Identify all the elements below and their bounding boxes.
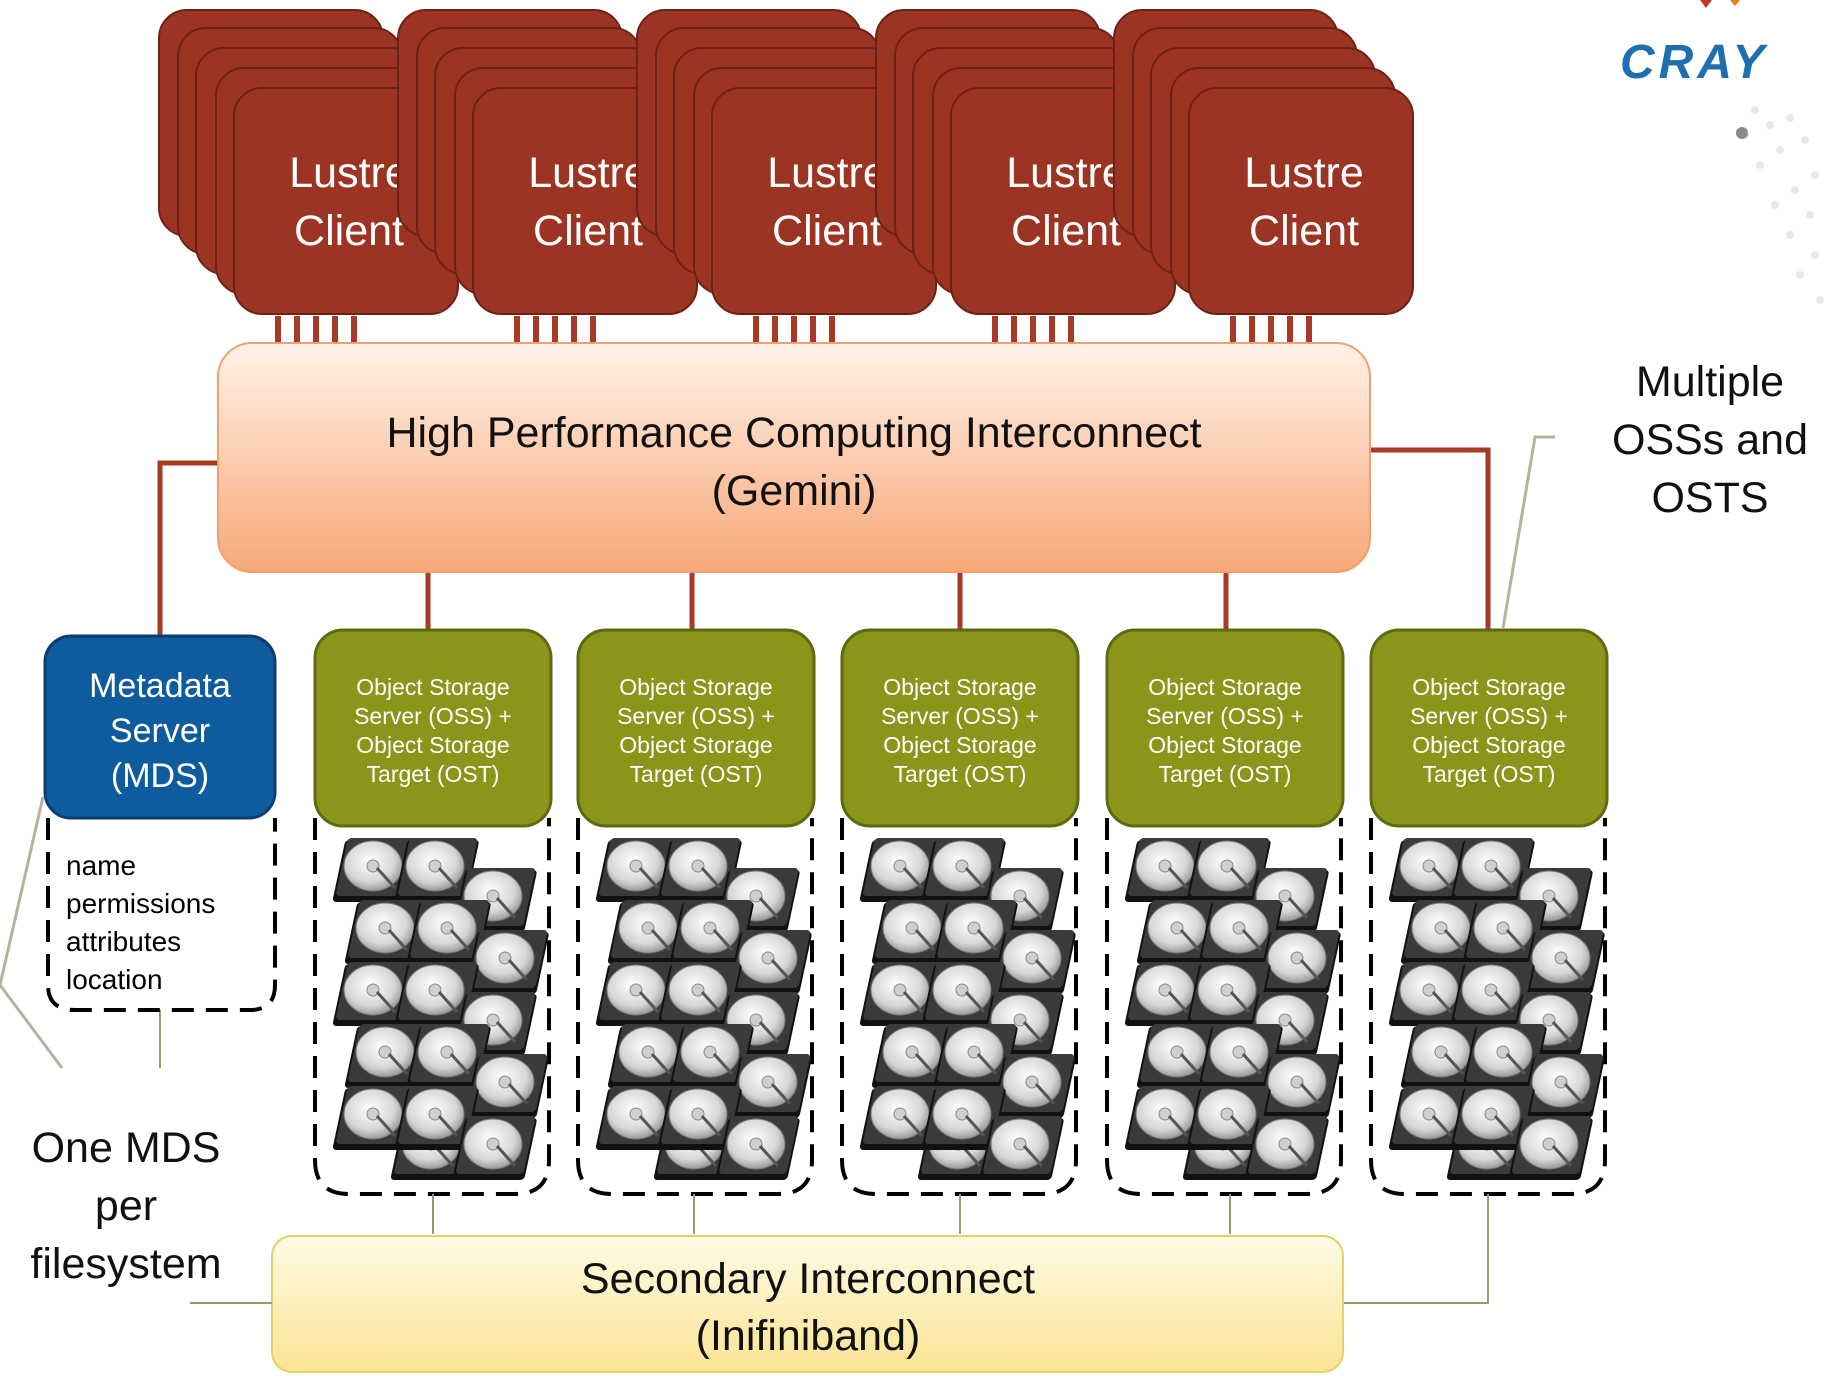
mds-attr-location: location	[66, 964, 163, 995]
hard-disk-icon	[450, 1114, 539, 1182]
hard-disk-icon	[989, 928, 1078, 996]
hpc-oss5-link	[1370, 447, 1491, 640]
oss-label-line2: Server (OSS) +	[1410, 703, 1568, 729]
oss-label-line2: Server (OSS) +	[1146, 703, 1304, 729]
mds-attr-attributes: attributes	[66, 926, 181, 957]
client-label-line1: Lustre	[528, 149, 648, 197]
callout-right-line2: OSSs and	[1612, 416, 1808, 464]
oss-label-line1: Object Storage	[1148, 674, 1301, 700]
oss-label-line3: Object Storage	[356, 732, 509, 758]
secondary-subtitle: (Inifiniband)	[696, 1312, 921, 1360]
oss-label-line4: Target (OST)	[367, 761, 500, 787]
mds-line2: Server	[110, 712, 210, 750]
oss-label-line3: Object Storage	[883, 732, 1036, 758]
oss-label-line3: Object Storage	[619, 732, 772, 758]
mds-line1: Metadata	[89, 667, 231, 705]
oss-label-line4: Target (OST)	[894, 761, 1027, 787]
hard-disk-icon	[1254, 928, 1343, 996]
hard-disk-icon	[977, 1114, 1066, 1182]
callout-left-line3: filesystem	[30, 1240, 221, 1288]
secondary-title: Secondary Interconnect	[581, 1255, 1035, 1303]
oss-label-line4: Target (OST)	[1159, 761, 1292, 787]
callout-right-line3: OSTS	[1651, 474, 1768, 522]
hpc-interconnect: High Performance Computing Interconnect …	[217, 342, 1371, 573]
callout-left-line1: One MDS	[32, 1124, 221, 1172]
hpc-title: High Performance Computing Interconnect	[386, 409, 1201, 457]
disk-array-4	[1122, 836, 1343, 1182]
mds-attr-name: name	[66, 850, 136, 881]
hard-disk-icon	[1506, 1114, 1595, 1182]
callout-left-line2: per	[95, 1182, 157, 1230]
hard-disk-icon	[713, 1114, 802, 1182]
oss-label-line4: Target (OST)	[630, 761, 763, 787]
oss-label-line2: Server (OSS) +	[881, 703, 1039, 729]
callout-left: One MDS per filesystem	[0, 796, 222, 1288]
lustre-client-stacks: LustreClientLustreClientLustreClientLust…	[158, 9, 1414, 315]
svg-text:CRAY: CRAY	[1620, 36, 1768, 89]
client-label-line2: Client	[772, 207, 882, 255]
hard-disk-icon	[1242, 1114, 1331, 1182]
hard-disk-icon	[462, 1052, 551, 1120]
oss-label-line1: Object Storage	[619, 674, 772, 700]
disk-array-2	[593, 836, 814, 1182]
client-label-line2: Client	[1011, 207, 1121, 255]
storage-group-4	[1105, 818, 1343, 1196]
oss-label-line3: Object Storage	[1148, 732, 1301, 758]
hpc-mds-link	[157, 460, 218, 640]
client-label-line2: Client	[294, 207, 404, 255]
client-label-line1: Lustre	[289, 149, 409, 197]
disk-array-3	[857, 836, 1078, 1182]
client-label-line2: Client	[1249, 207, 1359, 255]
hard-disk-icon	[725, 928, 814, 996]
oss-label-line1: Object Storage	[1412, 674, 1565, 700]
storage-groups	[313, 818, 1607, 1196]
client-label-line1: Lustre	[1006, 149, 1126, 197]
oss-label-line4: Target (OST)	[1423, 761, 1556, 787]
hard-disk-icon	[462, 928, 551, 996]
oss-label-line1: Object Storage	[883, 674, 1036, 700]
mds-line3: (MDS)	[111, 757, 209, 795]
hpc-oss-links	[425, 572, 1229, 632]
client-label-line1: Lustre	[767, 149, 887, 197]
callout-right: Multiple OSSs and OSTS	[1501, 358, 1808, 629]
hard-disk-icon	[989, 1052, 1078, 1120]
callout-right-line1: Multiple	[1636, 358, 1784, 406]
cray-logo: CRAY	[1620, 0, 1824, 304]
hpc-subtitle: (Gemini)	[712, 467, 877, 515]
hard-disk-icon	[1518, 1052, 1607, 1120]
hard-disk-icon	[1518, 928, 1607, 996]
disk-array-1	[330, 836, 551, 1182]
disk-array-5	[1386, 836, 1607, 1182]
oss-label-line1: Object Storage	[356, 674, 509, 700]
client-label-line1: Lustre	[1244, 149, 1364, 197]
secondary-links	[159, 1010, 1489, 1304]
oss-label-line3: Object Storage	[1412, 732, 1565, 758]
oss-label-line2: Server (OSS) +	[617, 703, 775, 729]
mds-attr-permissions: permissions	[66, 888, 215, 919]
client-label-line2: Client	[533, 207, 643, 255]
oss-label-line2: Server (OSS) +	[354, 703, 512, 729]
hard-disk-icon	[1254, 1052, 1343, 1120]
hard-disk-icon	[725, 1052, 814, 1120]
secondary-interconnect: Secondary Interconnect (Inifiniband)	[190, 1235, 1344, 1373]
client-connector-ticks	[275, 316, 1312, 343]
metadata-server: Metadata Server (MDS) name permissions a…	[43, 634, 277, 1012]
